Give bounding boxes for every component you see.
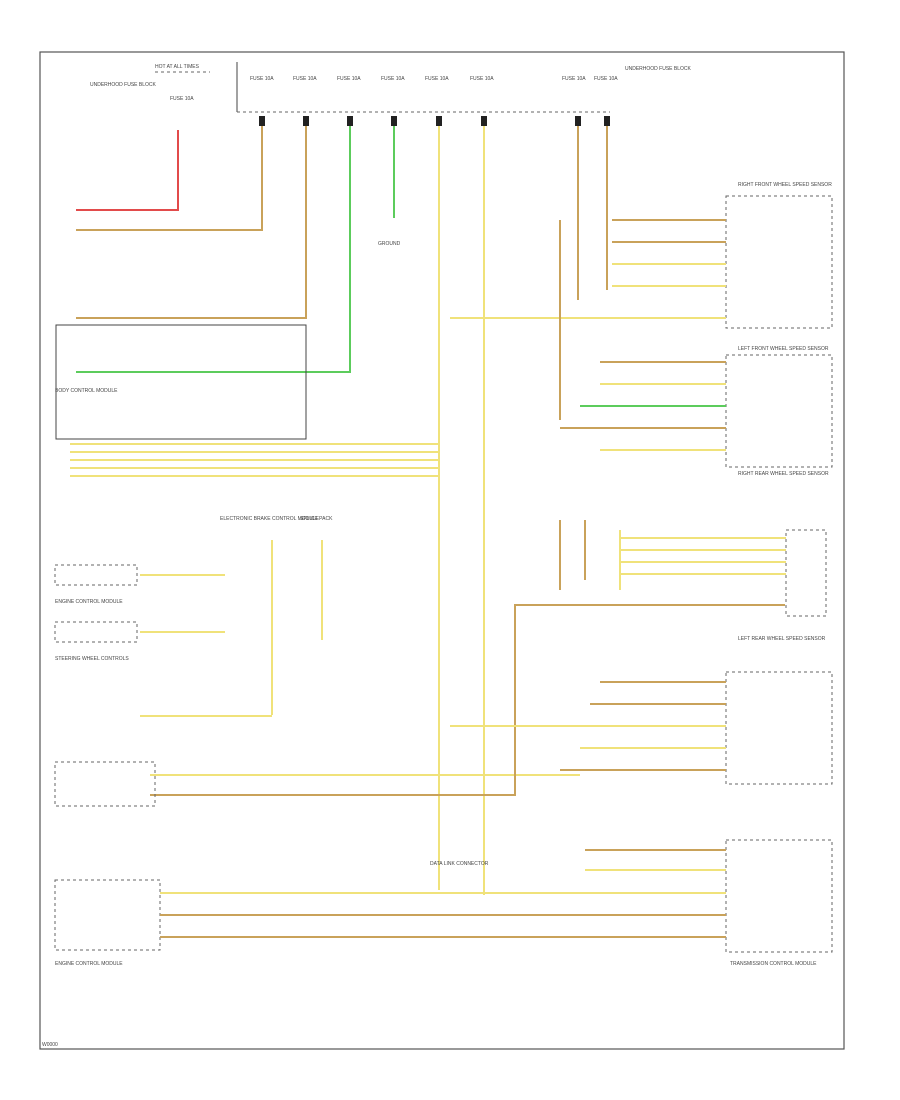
svg-text:TRANSMISSION CONTROL MODULE: TRANSMISSION CONTROL MODULE [730,961,817,967]
bcm-box [55,324,307,440]
svg-text:FUSE 10A: FUSE 10A [293,76,317,82]
svg-text:FUSE 10A: FUSE 10A [594,76,618,82]
svg-text:LEFT REAR WHEEL SPEED SENSOR: LEFT REAR WHEEL SPEED SENSOR [738,636,826,642]
block-label: UNDERHOOD FUSE BLOCK [90,82,157,88]
center-bottom-label: DATA LINK CONNECTOR [430,861,489,867]
right-group-3: RIGHT REAR WHEEL SPEED SENSOR [620,471,829,617]
tan-wire-1 [76,120,263,231]
fuse-6: FUSE 10A [470,76,494,126]
right-group-4: LEFT REAR WHEEL SPEED SENSOR [450,636,833,785]
fuse-4: FUSE 10A [381,76,405,126]
fuse-1: FUSE 10A [250,76,274,126]
fuse-2: FUSE 10A [293,76,317,126]
svg-text:FUSE 10A: FUSE 10A [425,76,449,82]
device-box-3 [54,761,156,807]
tan-wire-2 [76,126,307,319]
hot-label: HOT AT ALL TIMES [155,64,200,70]
center-block-1: ELECTRONIC BRAKE CONTROL MODULE [220,516,320,522]
device-box-1 [54,564,138,586]
footer-code: W0000 [42,1042,58,1048]
right-group-2: LEFT FRONT WHEEL SPEED SENSOR [560,346,833,468]
left-pin-wires [70,443,440,477]
tan-device-1 [150,604,785,796]
fuse-label: FUSE 10A [170,96,194,102]
fuse-7: FUSE 10A [562,76,586,126]
svg-text:FUSE 10A: FUSE 10A [381,76,405,82]
svg-text:FUSE 10A: FUSE 10A [337,76,361,82]
svg-text:FUSE 10A: FUSE 10A [470,76,494,82]
center-block-2: SPLICE PACK [300,516,333,522]
fuse-8: FUSE 10A [594,76,618,126]
svg-text:RIGHT REAR WHEEL SPEED SENSOR: RIGHT REAR WHEEL SPEED SENSOR [738,471,829,477]
red-wire [76,130,179,211]
green-wire-1 [76,126,351,373]
diagram-frame [39,51,845,1050]
right-group-5: TRANSMISSION CONTROL MODULE [585,839,833,967]
bottom-left-box [54,879,161,951]
svg-text:RIGHT FRONT WHEEL SPEED SENSOR: RIGHT FRONT WHEEL SPEED SENSOR [738,182,832,188]
lower-left-group-1: ENGINE CONTROL MODULE [55,599,123,605]
right-group-1: RIGHT FRONT WHEEL SPEED SENSOR [450,182,833,329]
fuse-3: FUSE 10A [337,76,361,126]
top-fuse-row: FUSE 10A FUSE 10A FUSE 10A FUSE 10A FUSE… [250,76,618,126]
mid-ground-label: GROUND [378,241,401,247]
svg-text:FUSE 10A: FUSE 10A [562,76,586,82]
lower-left-group-2: STEERING WHEEL CONTROLS [55,656,129,662]
bottom-left-label: ENGINE CONTROL MODULE [55,961,123,967]
left-module-label: BODY CONTROL MODULE [55,388,118,394]
svg-text:LEFT FRONT WHEEL SPEED SENSOR: LEFT FRONT WHEEL SPEED SENSOR [738,346,829,352]
fuse-5: FUSE 10A [425,76,449,126]
svg-text:FUSE 10A: FUSE 10A [250,76,274,82]
top-right-label: UNDERHOOD FUSE BLOCK [625,66,692,72]
device-box-2 [54,621,138,643]
